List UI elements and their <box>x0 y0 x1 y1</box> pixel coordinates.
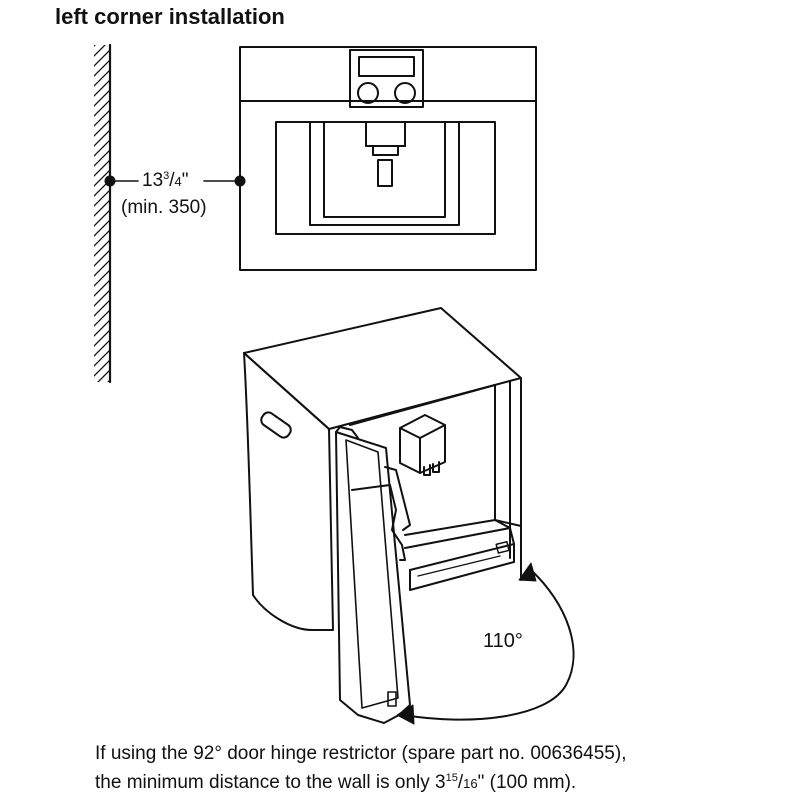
note-distance-numerator: 15 <box>445 772 458 784</box>
door-swing-arc <box>396 562 575 725</box>
angle-value: 110 <box>483 630 515 652</box>
installation-note: If using the 92° door hinge restrictor (… <box>95 739 626 798</box>
note-line-1: If using the 92° door hinge restrictor (… <box>95 743 627 764</box>
dimension-whole: 13 <box>142 170 164 191</box>
angle-unit: ° <box>514 630 523 652</box>
dimension-denominator: 4 <box>174 174 182 189</box>
dimension-numerator: 3 <box>163 170 170 182</box>
diagram-title: left corner installation <box>55 4 285 29</box>
note-line-2-suffix: " (100 mm). <box>477 772 577 793</box>
clearance-dimension-line <box>104 175 246 187</box>
clearance-metric-label: (min. 350) <box>121 197 207 218</box>
note-line-2-prefix: the minimum distance to the wall is only <box>95 772 436 793</box>
dimension-unit-mark: " <box>181 170 189 191</box>
wall <box>94 43 112 384</box>
note-distance-denominator: 16 <box>463 776 478 791</box>
appliance-isometric-view <box>243 307 522 724</box>
door-angle-label: 110° <box>483 630 523 653</box>
note-distance-whole: 3 <box>435 772 446 793</box>
note-line-2: the minimum distance to the wall is only… <box>95 772 577 793</box>
appliance-front-view <box>239 46 537 271</box>
clearance-dimension-label: 133/4" <box>142 170 189 191</box>
